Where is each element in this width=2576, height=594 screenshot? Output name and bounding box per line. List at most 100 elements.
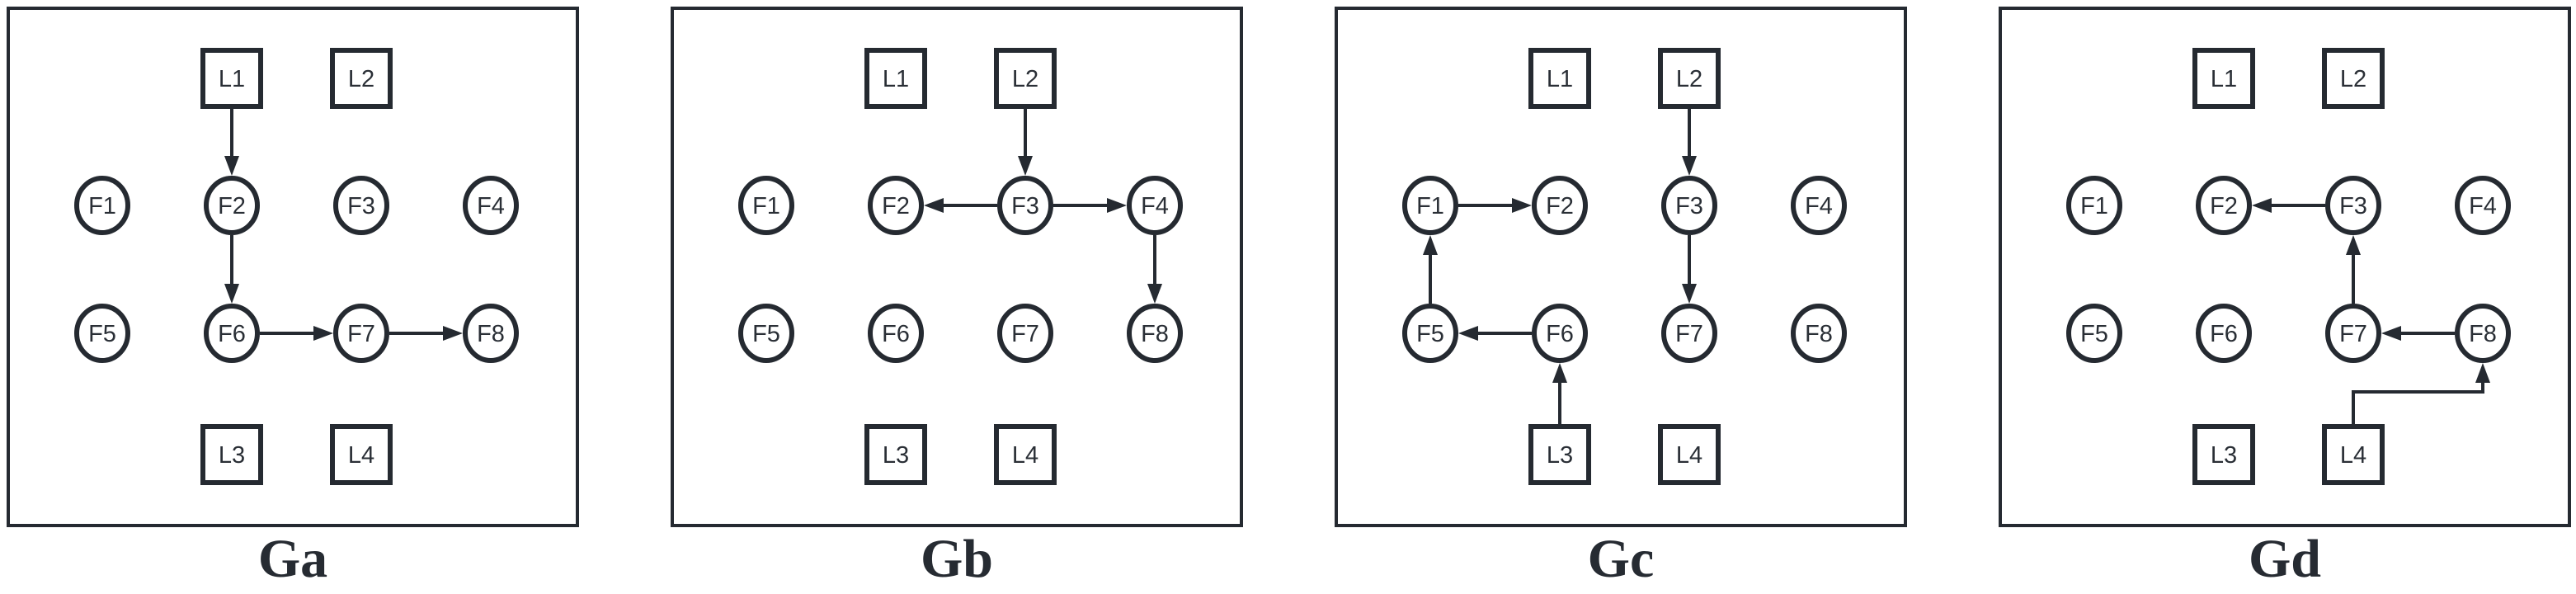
node-label-F8: F8 — [1805, 321, 1833, 347]
node-shape-circle — [1127, 176, 1183, 235]
node-label-F2: F2 — [2210, 193, 2238, 219]
node-shape-circle — [1532, 304, 1588, 363]
node-F7: F7 — [333, 304, 389, 363]
node-label-L2: L2 — [348, 66, 374, 92]
node-L2: L2 — [994, 48, 1057, 109]
node-label-F1: F1 — [88, 193, 116, 219]
arrowhead-L4-F8 — [2475, 363, 2490, 383]
arrowhead-L3-F6 — [1552, 363, 1567, 383]
node-label-L3: L3 — [1547, 442, 1573, 469]
node-F4: F4 — [463, 176, 519, 235]
node-shape-square — [2322, 48, 2385, 109]
node-label-L1: L1 — [1547, 66, 1573, 92]
arrowhead-F2-F6 — [224, 284, 239, 304]
node-L3: L3 — [200, 424, 263, 485]
node-shape-square — [1658, 424, 1721, 485]
node-shape-circle — [1402, 176, 1458, 235]
node-shape-circle — [204, 176, 260, 235]
node-F6: F6 — [2196, 304, 2252, 363]
node-F4: F4 — [1791, 176, 1847, 235]
node-F1: F1 — [2066, 176, 2122, 235]
node-shape-circle — [1402, 304, 1458, 363]
node-shape-circle — [2325, 304, 2381, 363]
node-label-F7: F7 — [1675, 321, 1703, 347]
arrowhead-F7-F8 — [443, 326, 463, 341]
node-shape-circle — [204, 304, 260, 363]
node-shape-square — [330, 424, 393, 485]
arrowhead-L2-F3 — [1682, 156, 1697, 176]
arrowhead-F7-F3 — [2346, 235, 2361, 255]
node-F4: F4 — [2455, 176, 2511, 235]
node-shape-square — [864, 48, 927, 109]
node-label-F5: F5 — [88, 321, 116, 347]
node-label-L3: L3 — [2211, 442, 2237, 469]
node-label-F2: F2 — [882, 193, 910, 219]
node-F2: F2 — [204, 176, 260, 235]
node-shape-circle — [868, 176, 924, 235]
node-label-F4: F4 — [2469, 193, 2497, 219]
node-shape-circle — [2325, 176, 2381, 235]
arrowhead-L2-F3 — [1018, 156, 1033, 176]
node-F1: F1 — [1402, 176, 1458, 235]
node-L4: L4 — [1658, 424, 1721, 485]
node-label-F2: F2 — [218, 193, 246, 219]
node-F8: F8 — [2455, 304, 2511, 363]
node-label-L3: L3 — [883, 442, 909, 469]
node-shape-circle — [1661, 176, 1717, 235]
node-label-F3: F3 — [347, 193, 375, 219]
node-L2: L2 — [330, 48, 393, 109]
node-shape-circle — [2455, 176, 2511, 235]
node-L3: L3 — [2192, 424, 2255, 485]
node-label-L1: L1 — [883, 66, 909, 92]
node-L2: L2 — [2322, 48, 2385, 109]
panel-title-gc: Gc — [1587, 529, 1655, 589]
arrowhead-F6-F5 — [1458, 326, 1478, 341]
node-shape-square — [1658, 48, 1721, 109]
panel-border — [1999, 7, 2571, 527]
node-L4: L4 — [330, 424, 393, 485]
node-label-L4: L4 — [348, 442, 374, 469]
node-F3: F3 — [1661, 176, 1717, 235]
node-F5: F5 — [74, 304, 130, 363]
node-shape-circle — [463, 176, 519, 235]
node-F7: F7 — [997, 304, 1053, 363]
node-label-F6: F6 — [218, 321, 246, 347]
arrowhead-F3-F7 — [1682, 284, 1697, 304]
node-shape-circle — [868, 304, 924, 363]
node-shape-circle — [1791, 304, 1847, 363]
node-label-F8: F8 — [2469, 321, 2497, 347]
node-shape-square — [994, 48, 1057, 109]
arrowhead-F1-F2 — [1512, 198, 1532, 213]
arrowhead-F3-F2 — [2252, 198, 2272, 213]
node-shape-square — [1528, 48, 1591, 109]
node-label-F8: F8 — [1141, 321, 1169, 347]
node-label-F6: F6 — [1546, 321, 1574, 347]
node-F6: F6 — [204, 304, 260, 363]
node-F7: F7 — [2325, 304, 2381, 363]
node-label-L1: L1 — [2211, 66, 2237, 92]
node-label-F5: F5 — [2080, 321, 2108, 347]
node-L1: L1 — [200, 48, 263, 109]
node-label-L4: L4 — [1012, 442, 1038, 469]
node-F2: F2 — [2196, 176, 2252, 235]
node-F3: F3 — [333, 176, 389, 235]
node-F1: F1 — [738, 176, 794, 235]
node-F7: F7 — [1661, 304, 1717, 363]
node-shape-circle — [333, 304, 389, 363]
arrowhead-F8-F7 — [2381, 326, 2401, 341]
node-F2: F2 — [868, 176, 924, 235]
node-F5: F5 — [738, 304, 794, 363]
node-label-F5: F5 — [752, 321, 780, 347]
node-shape-square — [994, 424, 1057, 485]
panel-border — [671, 7, 1243, 527]
node-L2: L2 — [1658, 48, 1721, 109]
node-shape-square — [2192, 48, 2255, 109]
node-label-F3: F3 — [2339, 193, 2367, 219]
node-F3: F3 — [2325, 176, 2381, 235]
node-shape-circle — [2066, 176, 2122, 235]
node-label-F1: F1 — [752, 193, 780, 219]
node-label-L2: L2 — [2340, 66, 2366, 92]
